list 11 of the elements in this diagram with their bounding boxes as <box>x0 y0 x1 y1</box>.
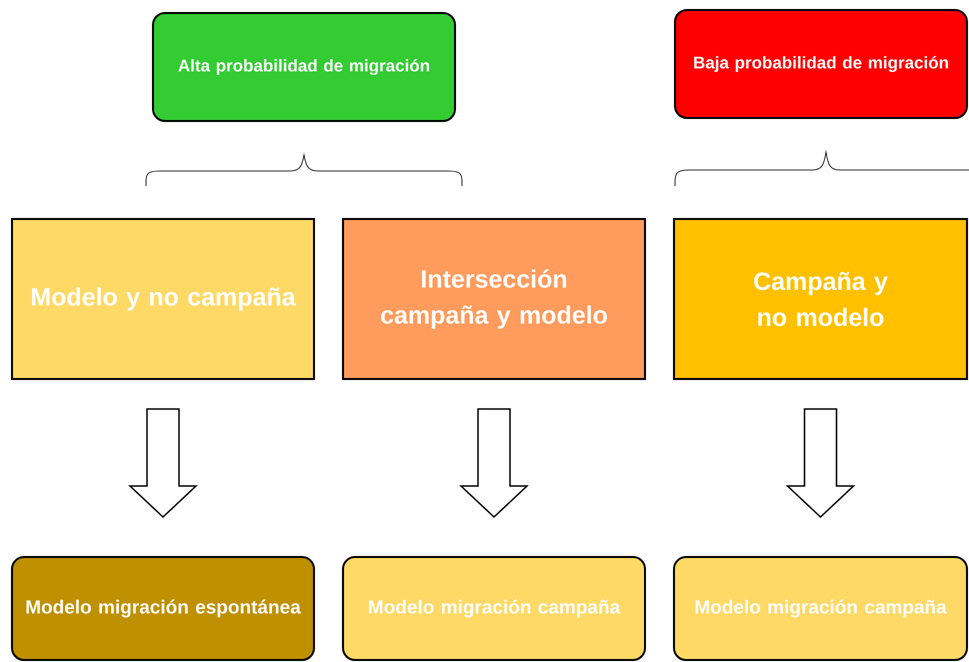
block-arrow <box>459 408 529 518</box>
result-box: Modelo migración campaña <box>342 556 646 661</box>
category-box: Campaña y no modelo <box>673 218 968 380</box>
category-box: Intersección campaña y modelo <box>342 218 646 380</box>
result-box: Modelo migración espontánea <box>11 556 315 661</box>
category-box: Modelo y no campaña <box>11 218 315 380</box>
result-box: Modelo migración campaña <box>673 556 968 661</box>
block-arrow <box>786 408 856 518</box>
heading-box: Baja probabilidad de migración <box>674 9 968 119</box>
block-arrow <box>128 408 198 518</box>
heading-box: Alta probabilidad de migración <box>152 12 456 122</box>
